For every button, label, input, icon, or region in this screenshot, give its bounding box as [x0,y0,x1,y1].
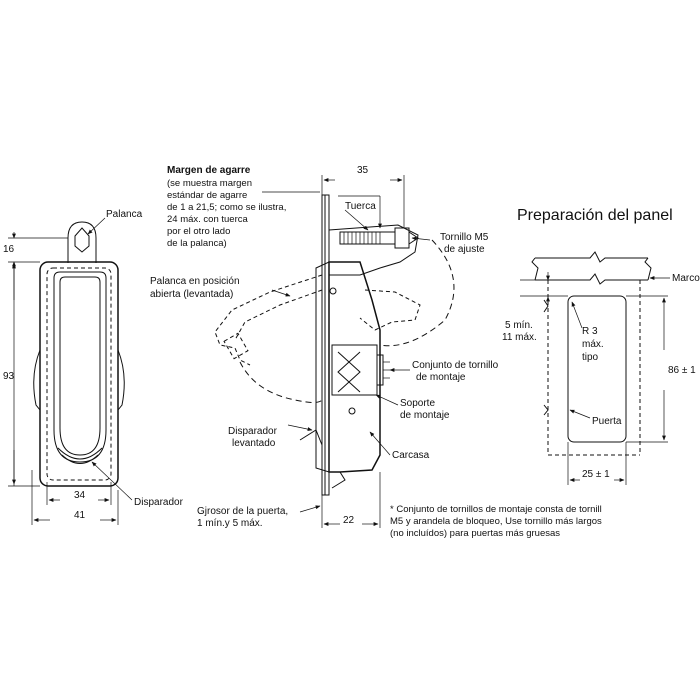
label-grosor-1: Gjrosor de la puerta, [197,506,288,517]
label-grosor-2: 1 mín.y 5 máx. [197,518,263,529]
dim-25: 25 ± 1 [582,469,610,480]
dim-22: 22 [343,515,355,526]
dim-93: 93 [3,371,15,382]
label-marco: Marco [672,273,700,284]
label-r3-max: máx. [582,339,604,350]
label-soporte-1: Soporte [400,398,435,409]
front-dimensions [8,217,133,525]
label-min: 5 mín. [505,320,533,331]
label-r3: R 3 [582,326,598,337]
label-disparador-levantado-2: levantado [232,438,276,449]
panel-title: Preparación del panel [517,207,673,224]
label-soporte-2: de montaje [400,410,450,421]
footnote-line-3: (no incluídos) para puertas más gruesas [390,528,560,539]
panel-view [520,251,670,485]
label-margen-line-3: de 1 a 21,5; como se ilustra, [167,202,286,213]
dim-16: 16 [3,244,15,255]
dim-86: 86 ± 1 [668,365,696,376]
dim-35: 35 [357,165,369,176]
label-disparador-levantado-1: Disparador [228,426,278,437]
dim-41: 41 [74,510,86,521]
label-margen-line-1: (se muestra margen [167,178,252,189]
footnote-line-2: M5 y arandela de bloqueo, Use tornillo m… [390,516,602,527]
label-tuerca: Tuerca [345,201,376,212]
label-puerta: Puerta [592,416,622,427]
label-conjunto-1: Conjunto de tornillo [412,360,499,371]
label-palanca: Palanca [106,209,143,220]
label-palanca-abierta-1: Palanca en posición [150,276,240,287]
label-margen-title: Margen de agarre [167,165,251,176]
label-r3-tipo: tipo [582,352,599,363]
label-tornillo-m5-2: de ajuste [444,244,485,255]
label-carcasa: Carcasa [392,450,430,461]
label-palanca-abierta-2: abierta (levantada) [150,289,233,300]
front-view [33,221,125,487]
footnote-line-1: * Conjunto de tornillos de montaje const… [390,504,602,515]
label-tornillo-m5-1: Tornillo M5 [440,232,489,243]
side-view [214,194,455,496]
label-max: 11 máx. [502,332,537,343]
label-margen-line-5: por el otro lado [167,226,230,237]
label-margen-line-6: de la palanca) [167,238,227,249]
label-margen-line-4: 24 máx. con tuerca [167,214,249,225]
side-dimensions [262,175,431,528]
label-conjunto-2: de montaje [416,372,466,383]
label-margen-line-2: estándar de agarre [167,190,247,201]
label-disparador: Disparador [134,497,184,508]
dim-34: 34 [74,490,86,501]
